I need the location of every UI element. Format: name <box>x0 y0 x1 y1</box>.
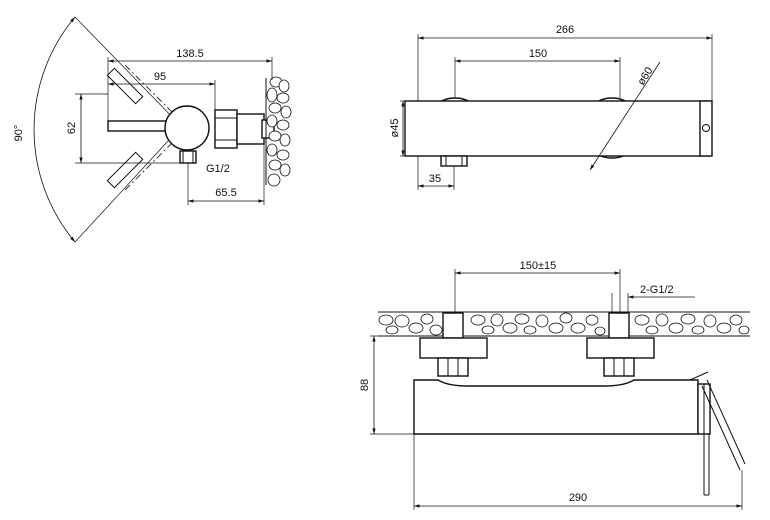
nut-right <box>603 357 635 377</box>
dim-width-total-label: 138.5 <box>176 48 204 60</box>
top-outlet <box>440 155 468 167</box>
thread-label: G1/2 <box>206 163 230 175</box>
dim-length-front-label: 290 <box>569 492 587 504</box>
side-view: 90° <box>13 16 292 243</box>
outlet-nut <box>179 150 197 164</box>
dim-connections-label: 2-G1/2 <box>640 284 674 296</box>
handle-horizontal <box>107 120 171 132</box>
wall-fitting-right <box>608 312 630 339</box>
dim-width-inner-label: 95 <box>154 71 166 83</box>
dim-handle-dia-label: ø60 <box>635 65 655 87</box>
dim-depth-label: 65.5 <box>215 187 236 199</box>
handle-upper <box>106 67 144 105</box>
dim-handle-dia <box>589 61 661 171</box>
wall-stones-side <box>266 76 292 187</box>
dim-height-front-label: 88 <box>359 379 371 391</box>
dim-length-top-label: 266 <box>556 24 574 36</box>
front-body-top <box>413 379 699 435</box>
escutcheon-left <box>419 337 488 359</box>
wall-connector <box>214 109 238 149</box>
dim-spacing-front-label: 150±15 <box>520 260 557 272</box>
nut-left <box>437 357 469 377</box>
top-view: 266 150 ø60 ø45 35 <box>389 24 713 190</box>
front-view: 150±15 2-G1/2 88 290 <box>359 260 750 510</box>
wall-fitting-left <box>442 312 464 339</box>
body-circle <box>164 105 210 151</box>
escutcheon-right <box>586 337 655 359</box>
dim-spacing-top-label: 150 <box>529 48 547 60</box>
rotation-arc <box>33 16 76 243</box>
angle-label: 90° <box>13 125 25 142</box>
handle-lower <box>106 151 144 189</box>
dim-height-label: 62 <box>66 122 78 134</box>
wall-stones-front <box>378 311 750 337</box>
lever-tilted <box>701 385 741 471</box>
dim-outlet-offset-label: 35 <box>429 173 441 185</box>
dim-body-dia-label: ø45 <box>389 119 401 138</box>
top-body <box>404 100 711 157</box>
end-cap-screw <box>702 124 710 132</box>
